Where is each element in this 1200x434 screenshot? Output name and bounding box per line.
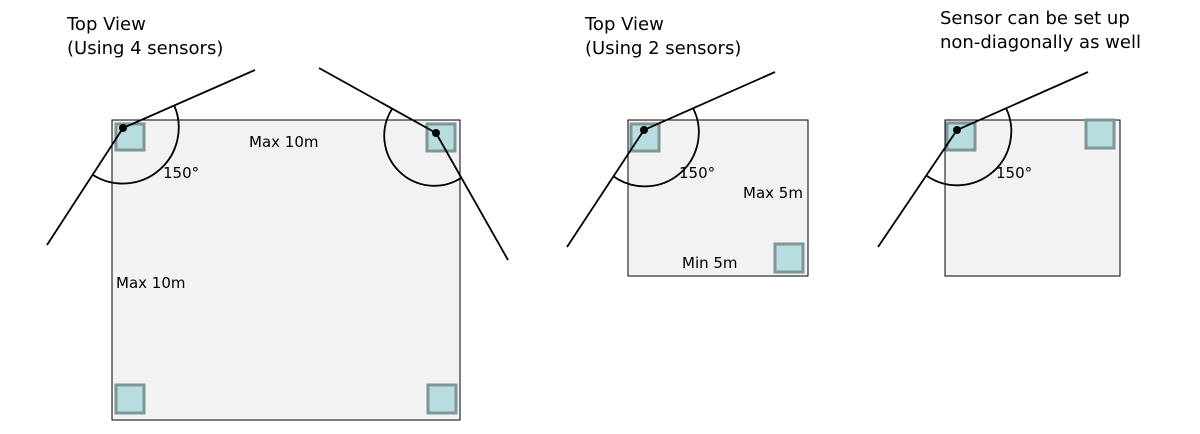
panel2-fov-line-b [566,129,645,248]
panel1-angle-label: 150° [163,164,199,182]
panel-four-sensors: Top View (Using 4 sensors) 150° Max 10m … [46,14,509,421]
panel2-sensor-dot [640,126,648,134]
panel1-fov-line-tl-a [122,69,256,129]
panel1-fov-line-tl-b [46,127,124,246]
panel1-caption-line2: (Using 4 sensors) [67,38,223,59]
panel1-fov-arc-tl [92,104,180,185]
panel2-fov-line-a [643,71,776,131]
panel1-fov-line-tr-a [318,67,437,134]
panel3-sensor-top-right [1084,118,1116,150]
panel3-fov-arc [926,107,1013,187]
panel3-sensor-dot [953,126,961,134]
panel1-sensor-dot-tr [432,129,440,137]
panel1-sensor-top-right [425,122,457,153]
panel1-room [111,119,461,421]
panel2-angle-label: 150° [679,164,715,182]
panel3-sensor-top-left [945,121,977,152]
panel1-fov-arc-tr [383,108,462,187]
panel3-caption-line1: Sensor can be set up [940,8,1130,29]
panel2-max-label: Max 5m [743,184,803,202]
panel1-height-label: Max 10m [116,274,185,292]
panel1-width-label: Max 10m [249,133,318,151]
panel3-fov-line-b [877,129,958,248]
panel2-fov-arc [612,107,700,188]
panel2-caption-line1: Top View [584,14,664,35]
panel3-caption-line2: non-diagonally as well [940,32,1141,53]
panel1-sensor-dot-tl [119,124,127,132]
panel3-fov-line-a [956,71,1089,131]
panel2-caption-line2: (Using 2 sensors) [585,38,741,59]
panel-two-sensors: Top View (Using 2 sensors) 150° Max 5m M… [566,14,809,277]
panel1-caption-line1: Top View [66,14,146,35]
panel1-sensor-bottom-right [426,383,458,415]
panel3-angle-label: 150° [996,164,1032,182]
panel1-fov-line-tr-b [435,132,509,261]
panel1-sensor-bottom-left [114,383,146,415]
panel-non-diagonal: Sensor can be set up non-diagonally as w… [877,8,1141,277]
panel2-sensor-bottom-right [773,242,805,274]
panel2-min-label: Min 5m [682,254,738,272]
panel2-sensor-top-left [629,122,661,153]
